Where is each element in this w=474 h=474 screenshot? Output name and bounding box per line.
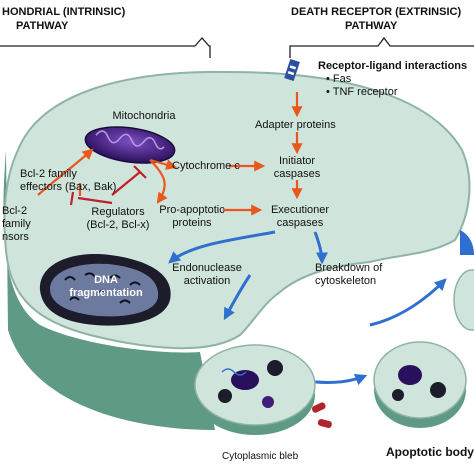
- mitochondrion-icon: [84, 126, 176, 164]
- execution-arrows: [168, 230, 447, 386]
- cytochrome-c-label: Cytochrome c: [172, 160, 240, 172]
- death-receptor-icon: [284, 58, 300, 82]
- signal-arrows: [37, 92, 303, 216]
- receptor-item-fas: • Fas: [326, 73, 352, 85]
- cell-side-wall: [3, 150, 216, 430]
- blebbing-cell-icon: [194, 344, 332, 435]
- inhibition-marks: [69, 165, 147, 206]
- cytoplasmic-bleb-label: Cytoplasmic bleb: [222, 451, 299, 462]
- receptor-item-tnf: • TNF receptor: [326, 86, 398, 98]
- intrinsic-bracket: [0, 37, 211, 58]
- apoptotic-body-icon: [373, 230, 474, 428]
- extrinsic-pathway-title-line2: PATHWAY: [345, 20, 398, 32]
- extrinsic-pathway-title-line1: DEATH RECEPTOR (EXTRINSIC): [291, 6, 462, 18]
- intrinsic-pathway-title-line2: PATHWAY: [16, 20, 69, 32]
- intrinsic-pathway-title-line1: HONDRIAL (INTRINSIC): [2, 6, 126, 18]
- mitochondria-label: Mitochondria: [112, 110, 176, 122]
- extrinsic-bracket: [289, 36, 474, 58]
- receptor-title: Receptor-ligand interactions: [318, 60, 468, 72]
- regulators-label: Regulators(Bcl-2, Bcl-x): [86, 206, 150, 231]
- apoptotic-body-label: Apoptotic body: [386, 445, 474, 459]
- adapter-proteins-label: Adapter proteins: [255, 119, 336, 131]
- fragmented-nucleus-icon: [39, 254, 171, 326]
